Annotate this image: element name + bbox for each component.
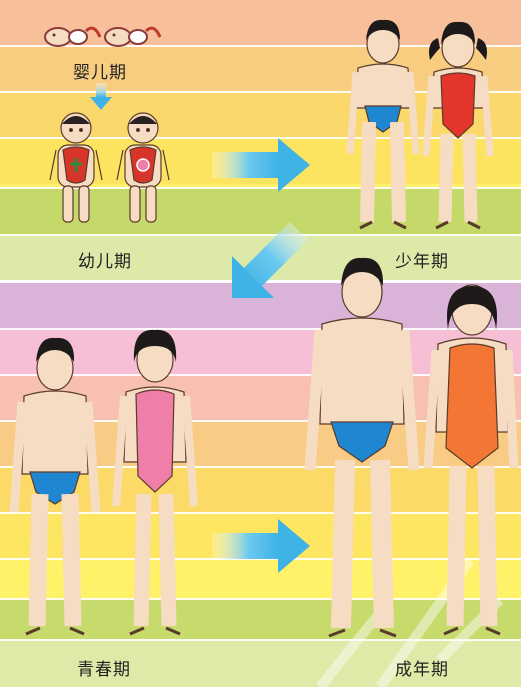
label-childhood: 少年期 <box>395 252 449 272</box>
arrow-down <box>90 83 112 110</box>
arrow-diagonal <box>232 222 308 298</box>
man-adult-figure <box>304 257 420 638</box>
band-bottom-7 <box>0 559 521 599</box>
boy-teen-figure <box>9 337 101 636</box>
toddler-figure-2 <box>116 112 170 223</box>
baby-icon-1 <box>44 26 102 47</box>
band-bottom-9 <box>0 640 521 687</box>
boy-child-figure <box>346 19 420 230</box>
band-bottom-8 <box>0 599 521 640</box>
arrow-right-bottom <box>212 519 310 573</box>
label-adulthood: 成年期 <box>395 660 449 680</box>
girl-teen-figure <box>112 329 198 636</box>
arrow-right-top <box>212 138 310 192</box>
band-bottom-5 <box>0 467 521 513</box>
toddler-figure-1 <box>49 112 103 223</box>
woman-adult-figure <box>423 284 519 636</box>
girl-child-figure <box>422 21 494 230</box>
label-infancy: 婴儿期 <box>73 63 127 83</box>
label-adolescence: 青春期 <box>77 660 131 680</box>
baby-icon-2 <box>104 26 162 47</box>
band-top-5 <box>0 184 521 188</box>
label-early-childhood: 幼儿期 <box>78 252 132 272</box>
